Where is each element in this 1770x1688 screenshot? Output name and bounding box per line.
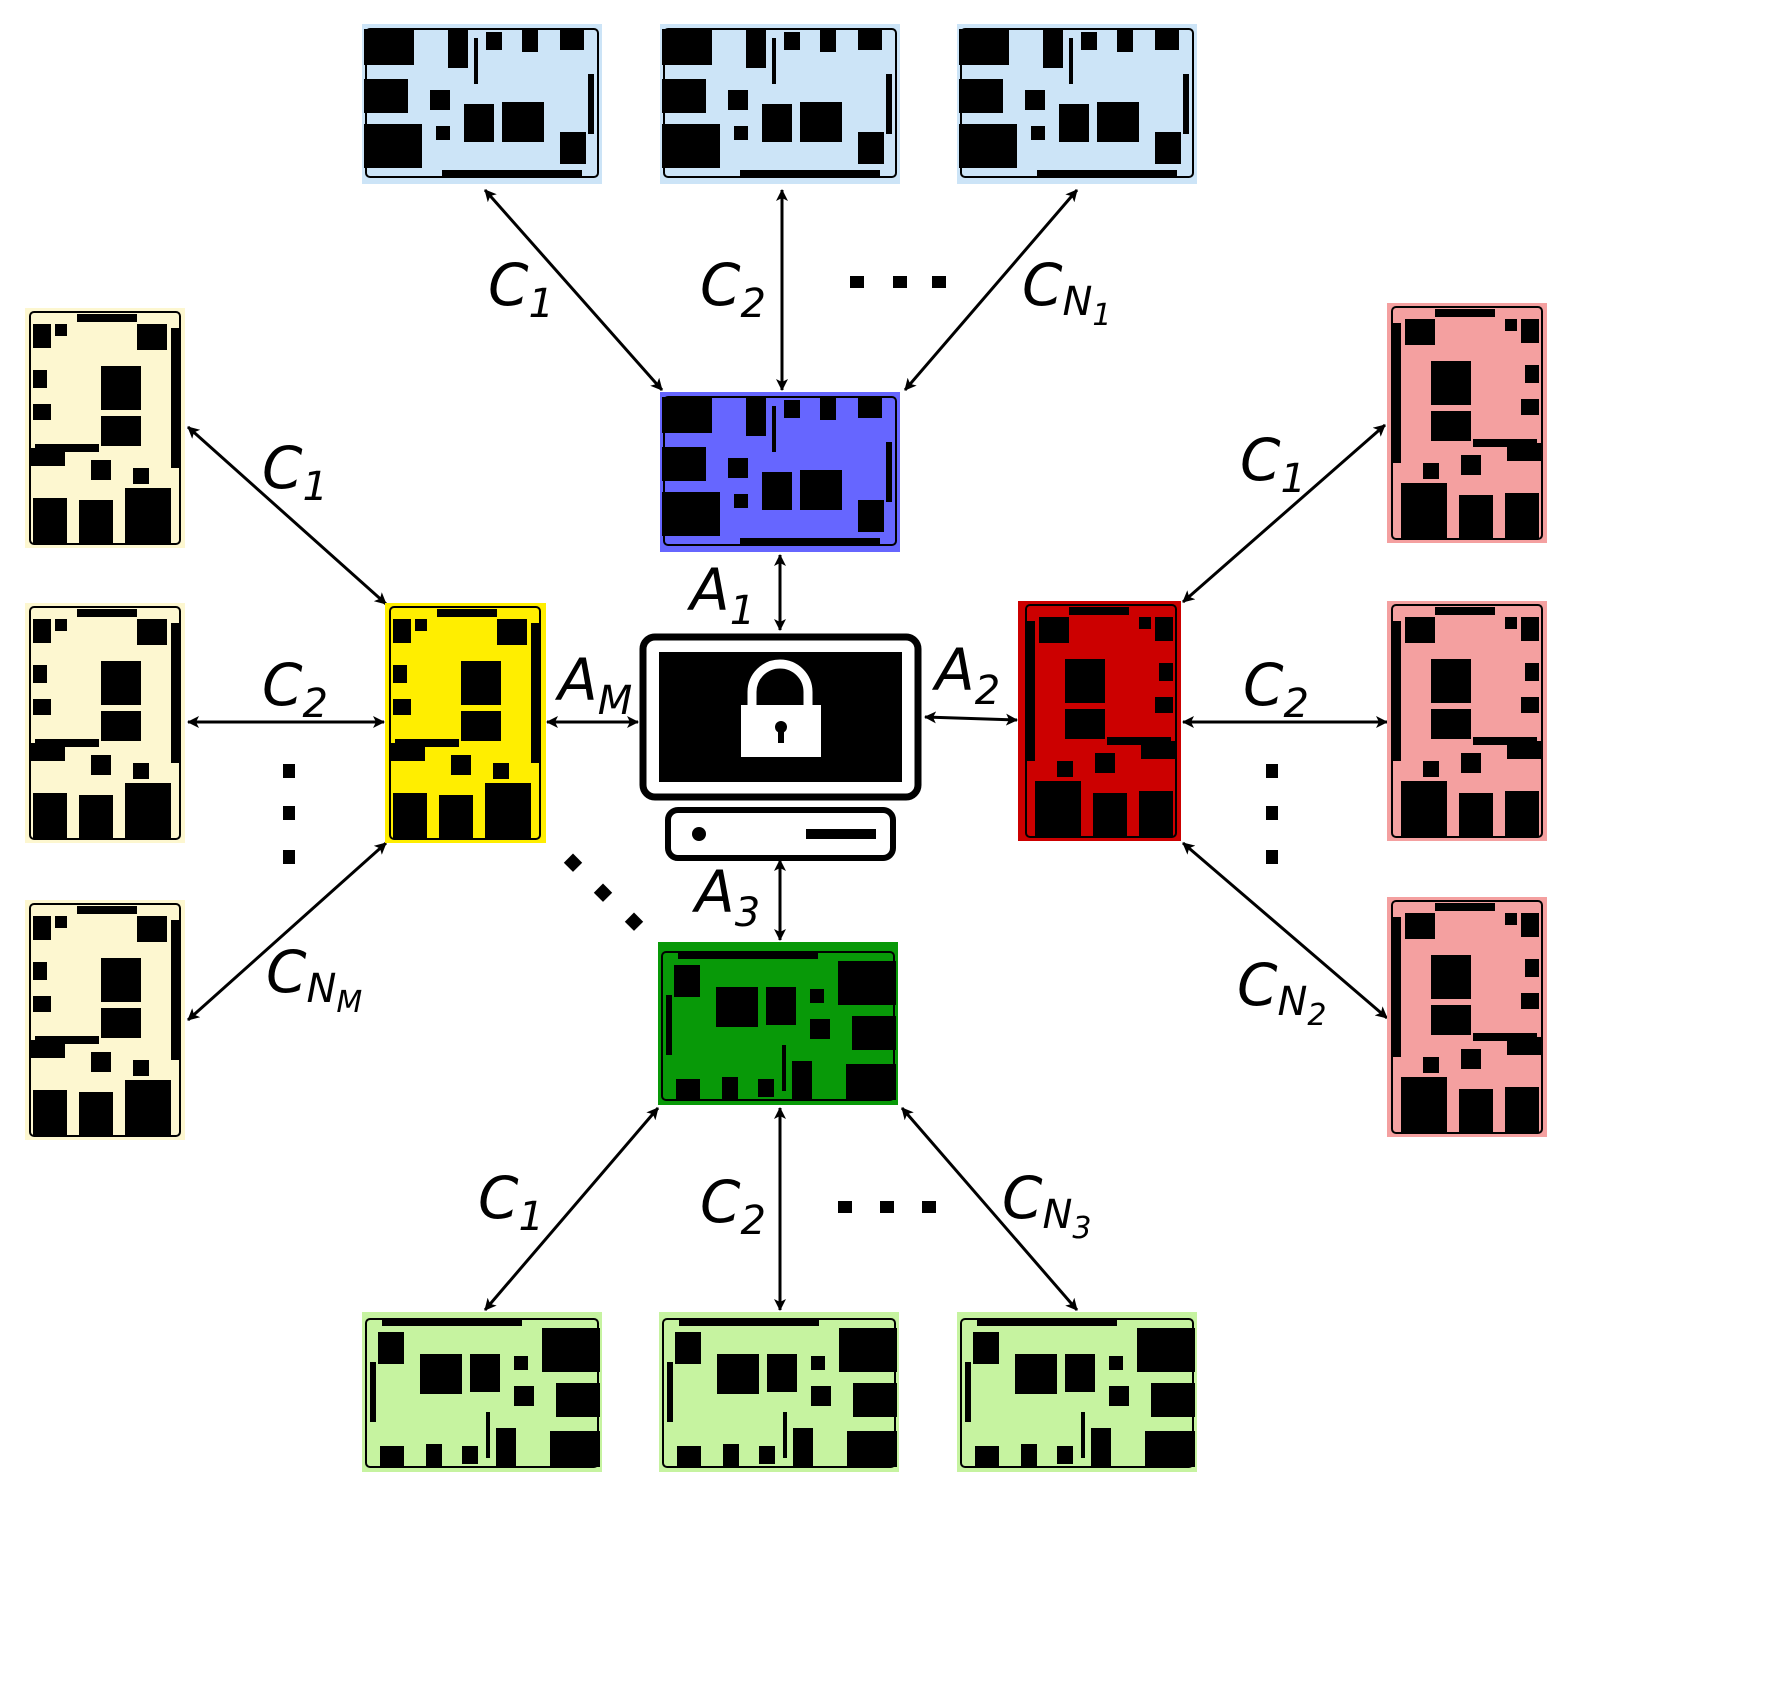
edge-left-cn xyxy=(187,841,387,1022)
edge-bottom-cn xyxy=(900,1107,1079,1311)
label-top-c2: C2 xyxy=(700,251,766,327)
board-top-child-1 xyxy=(362,24,602,184)
label-right-cn: CN2 xyxy=(1237,951,1327,1033)
ellipsis-right xyxy=(1266,764,1278,864)
label-bottom-c1: C1 xyxy=(478,1164,544,1240)
edge-left-c1 xyxy=(187,425,387,606)
board-top-child-3 xyxy=(957,24,1197,184)
label-left-c1: C1 xyxy=(262,434,328,510)
board-bottom-child-2 xyxy=(659,1312,899,1472)
edge-a2 xyxy=(924,711,1018,726)
board-left-child-2 xyxy=(25,603,185,843)
board-left-main xyxy=(385,603,546,843)
board-right-child-2 xyxy=(1387,601,1547,841)
edge-right-c1 xyxy=(1182,423,1386,604)
board-right-child-3 xyxy=(1387,897,1547,1137)
ellipsis-left xyxy=(283,764,295,864)
board-left-child-1 xyxy=(25,308,185,548)
label-am: AM xyxy=(554,646,632,724)
board-top-child-2 xyxy=(660,24,900,184)
board-bottom-child-1 xyxy=(362,1312,602,1472)
label-top-cn: CN1 xyxy=(1022,251,1112,333)
lock-icon xyxy=(741,659,821,757)
edge-bottom-c1 xyxy=(483,1107,660,1311)
board-top-main xyxy=(660,392,900,552)
label-bottom-c2: C2 xyxy=(700,1168,766,1244)
board-bottom-main xyxy=(658,942,898,1105)
label-right-c2: C2 xyxy=(1243,651,1309,727)
edge-top-cn xyxy=(903,189,1079,391)
board-right-main xyxy=(1018,601,1181,841)
ellipsis-bottom xyxy=(838,1201,936,1213)
edge-top-c1 xyxy=(483,189,664,391)
label-a2: A2 xyxy=(931,636,1000,714)
edge-right-cn xyxy=(1182,841,1388,1020)
board-bottom-child-3 xyxy=(957,1312,1197,1472)
board-right-child-1 xyxy=(1387,303,1547,543)
label-a1: A1 xyxy=(686,556,755,634)
label-top-c1: C1 xyxy=(488,251,554,327)
label-bottom-cn: CN3 xyxy=(1002,1164,1092,1246)
label-a3: A3 xyxy=(691,858,760,936)
board-left-child-3 xyxy=(25,900,185,1140)
label-left-cn: CNM xyxy=(266,938,362,1020)
ellipsis-diagonal xyxy=(563,853,644,931)
label-left-c2: C2 xyxy=(262,651,328,727)
label-right-c1: C1 xyxy=(1240,426,1306,502)
central-computer xyxy=(639,633,922,861)
computer-base-icon xyxy=(665,807,896,861)
ellipsis-top xyxy=(850,276,946,288)
